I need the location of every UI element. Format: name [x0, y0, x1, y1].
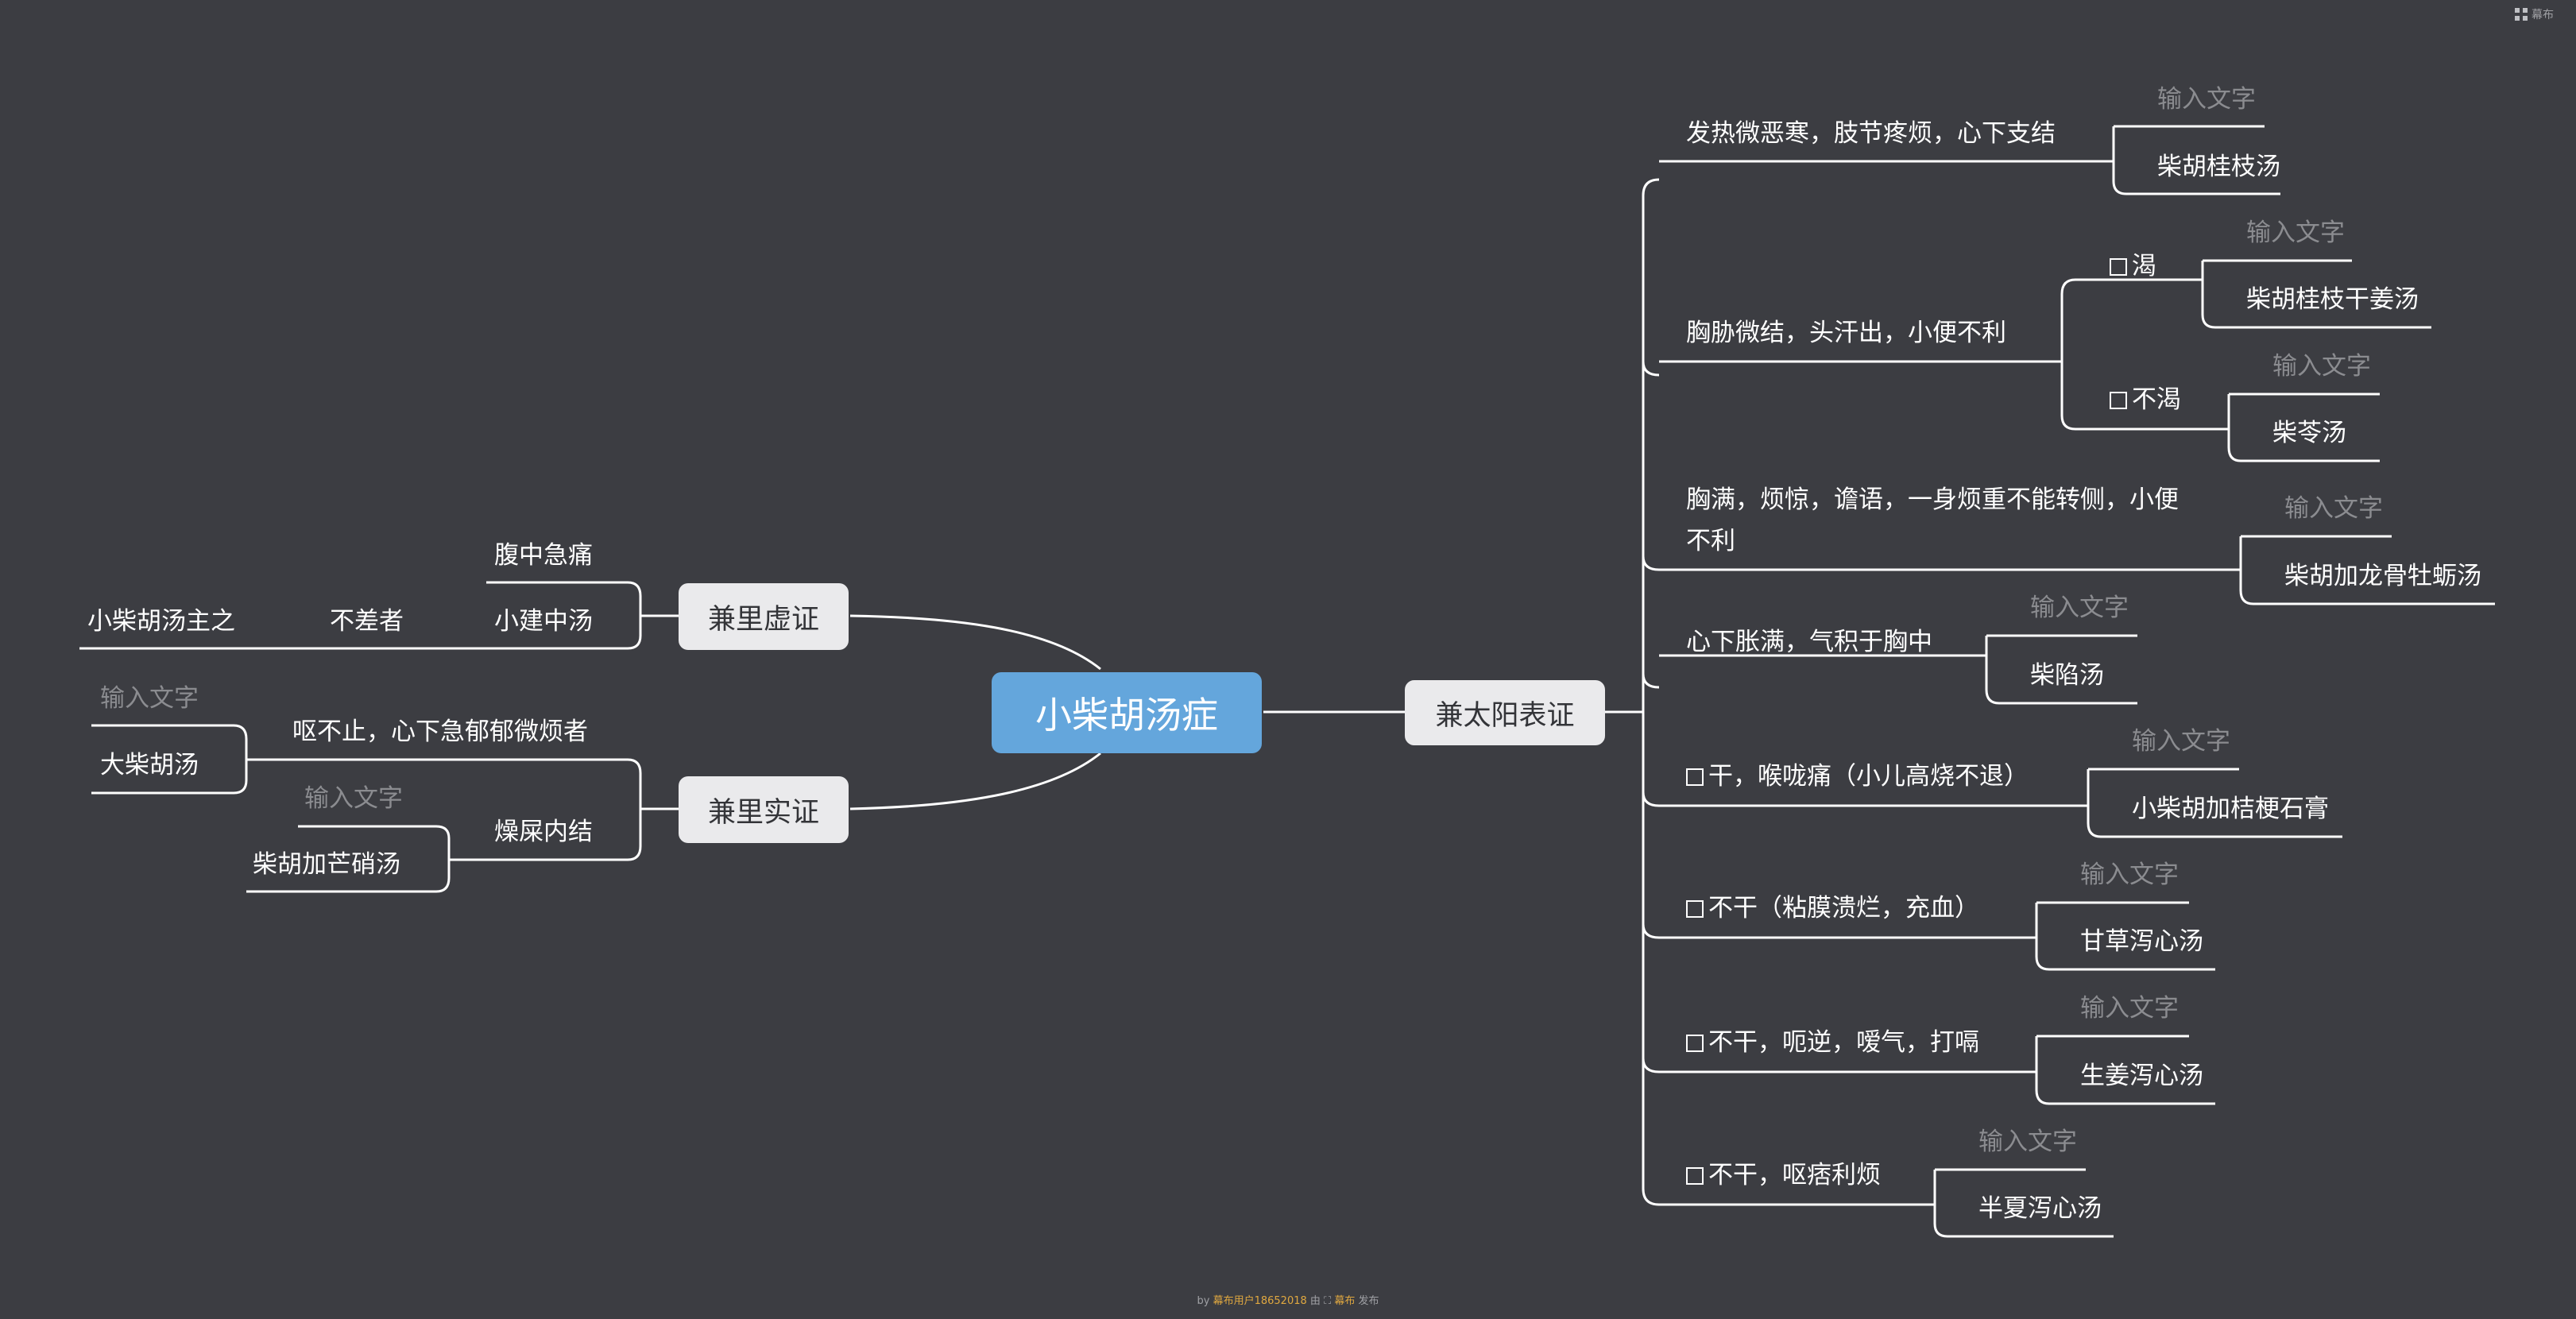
formula-2a[interactable]: 柴胡桂枝干姜汤 [2246, 285, 2419, 314]
sub-buke-label: 不渴 [2132, 385, 2181, 414]
node-left-bottom-label: 兼里实证 [707, 796, 819, 829]
formula-1[interactable]: 柴胡桂枝汤 [2157, 153, 2280, 181]
sub-ke[interactable]: 渴 [2110, 254, 2156, 279]
checkbox-icon[interactable] [1686, 900, 1704, 918]
mubu-logo-icon: ⛶ [1324, 1295, 1332, 1307]
footer-by: by [1197, 1295, 1210, 1307]
placeholder-3[interactable]: 输入文字 [2284, 494, 2383, 523]
node-zaoshi[interactable]: 燥屎内结 [494, 818, 593, 846]
placeholder-8[interactable]: 输入文字 [1978, 1128, 2077, 1156]
condition-8[interactable]: 不干，呕痞利烦 [1686, 1163, 1881, 1188]
condition-8-label: 不干，呕痞利烦 [1708, 1161, 1881, 1189]
placeholder-1[interactable]: 输入文字 [2157, 85, 2256, 114]
formula-5[interactable]: 小柴胡加桔梗石膏 [2132, 795, 2329, 823]
condition-4[interactable]: 心下胀满，气积于胸中 [1686, 628, 1932, 656]
node-left-bottom[interactable]: 兼里实证 [679, 776, 849, 843]
brand-badge[interactable]: 幕布 [2515, 6, 2554, 22]
placeholder-mangxiao[interactable]: 输入文字 [304, 784, 403, 813]
checkbox-icon[interactable] [1686, 1167, 1704, 1185]
root-node[interactable]: 小柴胡汤症 [992, 672, 1262, 753]
condition-2[interactable]: 胸胁微结，头汗出，小便不利 [1686, 319, 2006, 347]
footer-credit: by 幕布用户18652018 由 ⛶ 幕布 发布 [0, 1292, 2576, 1307]
condition-5-label: 干，喉咙痛（小儿高烧不退） [1708, 762, 2029, 791]
brand-label: 幕布 [2532, 9, 2554, 21]
node-right-main[interactable]: 兼太阳表证 [1405, 680, 1605, 745]
placeholder-da-chaihu[interactable]: 输入文字 [100, 684, 199, 713]
root-label: 小柴胡汤症 [1035, 694, 1218, 737]
node-xcht-zhuzhi[interactable]: 小柴胡汤主之 [87, 607, 235, 636]
footer-site-link[interactable]: 幕布 [1334, 1295, 1356, 1307]
condition-7[interactable]: 不干，呃逆，嗳气，打嗝 [1686, 1031, 1979, 1055]
node-fuzhong[interactable]: 腹中急痛 [494, 541, 593, 570]
footer-mid: 由 [1309, 1295, 1321, 1307]
condition-1[interactable]: 发热微恶寒，肢节疼烦，心下支结 [1686, 119, 2056, 148]
sub-buke[interactable]: 不渴 [2110, 388, 2181, 412]
condition-3-line2[interactable]: 不利 [1686, 527, 1735, 555]
formula-da-chaihu[interactable]: 大柴胡汤 [100, 751, 199, 779]
formula-8[interactable]: 半夏泻心汤 [1978, 1194, 2102, 1223]
placeholder-2a[interactable]: 输入文字 [2246, 219, 2345, 247]
formula-2b[interactable]: 柴苓汤 [2272, 419, 2346, 447]
condition-7-label: 不干，呃逆，嗳气，打嗝 [1708, 1028, 1979, 1057]
checkbox-icon[interactable] [2110, 392, 2127, 409]
placeholder-5[interactable]: 输入文字 [2132, 727, 2230, 756]
condition-6-label: 不干（粘膜溃烂，充血） [1708, 894, 1979, 923]
sub-ke-label: 渴 [2132, 252, 2156, 280]
footer-end: 发布 [1358, 1295, 1379, 1307]
condition-6[interactable]: 不干（粘膜溃烂，充血） [1686, 896, 1979, 921]
node-right-main-label: 兼太阳表证 [1435, 699, 1575, 732]
formula-3[interactable]: 柴胡加龙骨牡蛎汤 [2284, 562, 2481, 590]
placeholder-7[interactable]: 输入文字 [2080, 994, 2179, 1023]
placeholder-4[interactable]: 输入文字 [2030, 594, 2129, 622]
node-oubuzhi[interactable]: 呕不止，心下急郁郁微烦者 [292, 718, 588, 746]
node-left-top[interactable]: 兼里虚证 [679, 583, 849, 650]
checkbox-icon[interactable] [1686, 1035, 1704, 1052]
formula-mangxiao[interactable]: 柴胡加芒硝汤 [253, 850, 400, 879]
checkbox-icon[interactable] [1686, 768, 1704, 786]
formula-6[interactable]: 甘草泻心汤 [2080, 927, 2203, 956]
formula-7[interactable]: 生姜泻心汤 [2080, 1062, 2203, 1090]
node-left-top-label: 兼里虚证 [707, 603, 819, 636]
placeholder-2b[interactable]: 输入文字 [2272, 352, 2371, 381]
checkbox-icon[interactable] [2110, 258, 2127, 276]
mubu-logo-icon [2515, 8, 2528, 21]
placeholder-6[interactable]: 输入文字 [2080, 861, 2179, 889]
footer-user-link[interactable]: 幕布用户18652018 [1213, 1295, 1307, 1307]
formula-4[interactable]: 柴陷汤 [2030, 661, 2104, 690]
condition-3-line1[interactable]: 胸满，烦惊，谵语，一身烦重不能转侧，小便 [1686, 485, 2179, 514]
node-buchazhe[interactable]: 不差者 [330, 607, 404, 636]
condition-5[interactable]: 干，喉咙痛（小儿高烧不退） [1686, 764, 2029, 789]
node-xiaojianzhong[interactable]: 小建中汤 [494, 607, 593, 636]
